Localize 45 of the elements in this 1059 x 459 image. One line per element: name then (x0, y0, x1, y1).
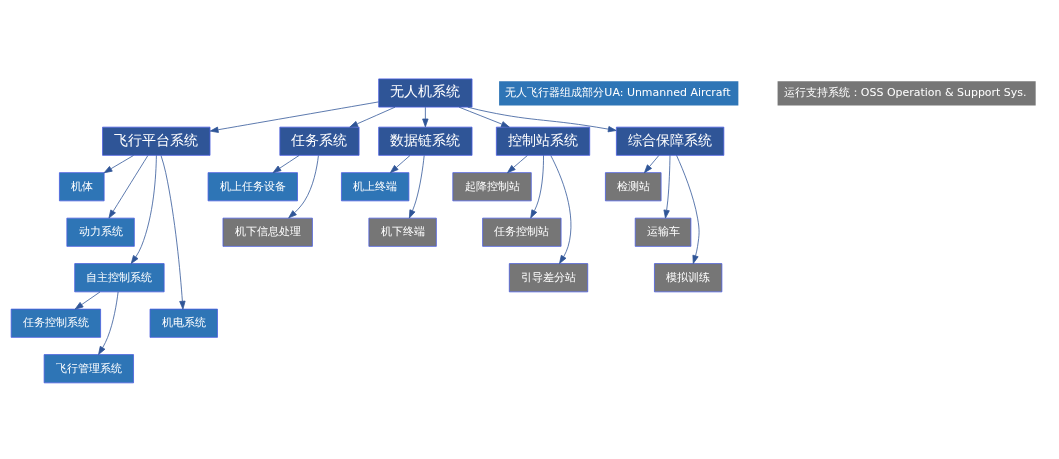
arrow (467, 106, 617, 133)
node-box: 任务系统 (279, 126, 360, 156)
arrow (130, 155, 157, 264)
arrow (676, 155, 700, 264)
arrow (160, 155, 186, 310)
arrow (272, 155, 300, 173)
node-box: 引导差分站 (508, 263, 589, 293)
node-box: 动力系统 (66, 217, 135, 247)
legend-label: 运行支持系统：OSS Operation & Support Sys. (783, 86, 1027, 100)
node-box: 运输车 (634, 217, 692, 247)
node-box: 起降控制站 (452, 172, 532, 202)
arrow (103, 155, 134, 174)
arrow (530, 155, 544, 219)
node-box: 数据链系统 (378, 126, 473, 156)
arrow (644, 155, 660, 173)
arrow (349, 106, 396, 128)
node-box: 无人机系统 (378, 78, 473, 108)
node-box: 飞行管理系统 (43, 354, 134, 384)
node-box: 自主控制系统 (74, 263, 165, 293)
arrow (98, 291, 119, 355)
arrow (74, 291, 101, 310)
arrow (390, 155, 411, 173)
arrow (108, 155, 149, 219)
node-box: 机上终端 (341, 172, 410, 202)
arrow (422, 106, 429, 128)
node-box: 机下信息处理 (222, 217, 313, 247)
arrow (209, 101, 379, 133)
arrow (550, 155, 572, 264)
arrow (458, 106, 510, 128)
arrow (408, 155, 425, 219)
node-box: 机电系统 (149, 308, 218, 338)
node-box: 模拟训练 (654, 263, 723, 293)
node-box: 控制站系统 (495, 126, 591, 156)
node-box: 机上任务设备 (207, 172, 298, 202)
node-box: 检测站 (605, 172, 662, 202)
node-box: 飞行平台系统 (102, 126, 211, 156)
node-box: 任务控制系统 (10, 308, 101, 338)
node-box: 机体 (59, 172, 105, 202)
node-box: 任务控制站 (482, 217, 562, 247)
arrow (507, 155, 528, 173)
arrow (288, 155, 319, 219)
node-box: 综合保障系统 (616, 126, 725, 156)
legend-label: 无人飞行器组成部分UA: Unmanned Aircraft (505, 86, 731, 100)
node-box: 机下终端 (368, 217, 437, 247)
arrow (663, 155, 671, 219)
